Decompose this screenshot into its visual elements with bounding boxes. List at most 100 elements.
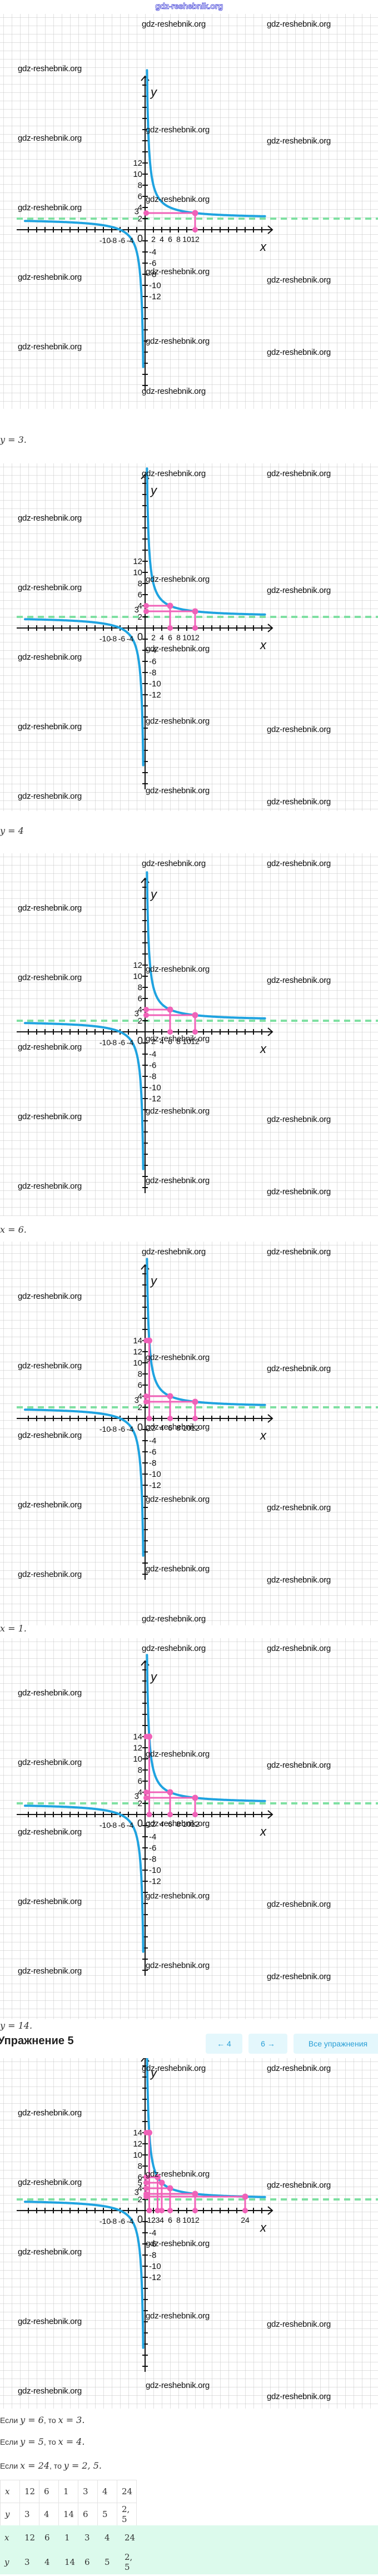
- y-tick-label: -6: [149, 1061, 156, 1070]
- point-y-marker: [143, 1007, 149, 1012]
- watermark: gdz-reshebnik.org: [146, 965, 210, 974]
- y-tick-label: -10: [149, 2262, 161, 2271]
- table-cell: 12: [19, 2480, 39, 2503]
- watermark: gdz-reshebnik.org: [18, 2178, 82, 2187]
- x-tick-label: -4: [127, 634, 134, 643]
- point-x-marker: [167, 1029, 173, 1035]
- table-cell: 14: [58, 2503, 78, 2526]
- watermark: gdz-reshebnik.org: [18, 1292, 82, 1301]
- point-y-marker: [143, 603, 149, 609]
- y-tick-label: -12: [149, 2273, 161, 2282]
- data-point: [167, 602, 173, 609]
- table-cell: 6: [44, 2533, 50, 2543]
- point-y-marker: [143, 609, 149, 614]
- y-tick-label: 10: [133, 170, 142, 179]
- y-axis-label: y: [150, 85, 158, 99]
- x-tick-label: -8: [110, 1821, 117, 1830]
- origin-label: 0: [137, 233, 143, 244]
- point-y-marker: [143, 1789, 149, 1795]
- data-point: [192, 608, 198, 615]
- x-tick-label: -6: [118, 2217, 126, 2226]
- curve-right-branch: [146, 1258, 266, 1406]
- table-filler: [140, 2525, 378, 2550]
- x-axis-arrow-icon: [267, 1027, 273, 1036]
- watermark: gdz-reshebnik.org: [146, 267, 210, 276]
- point-x-marker: [146, 2208, 152, 2213]
- point-x-marker: [159, 2208, 165, 2213]
- point-y-marker: [143, 1393, 149, 1399]
- x-tick-label: 10: [182, 1423, 191, 1432]
- x-tick-label: 12: [191, 235, 200, 244]
- table-cell: 24: [117, 2480, 137, 2503]
- caption-4: x = 1.: [0, 1623, 27, 1634]
- y-tick-label: -8: [149, 1458, 156, 1468]
- y-tick-label: -4: [149, 1832, 156, 1842]
- y-tick-label: -12: [149, 1094, 161, 1104]
- y-tick-label: 10: [133, 1358, 142, 1368]
- caption-5: y = 14.: [0, 2020, 33, 2031]
- table-cell: 1: [58, 2480, 78, 2503]
- answer-line-3: Если x = 24, то y = 2, 5.: [0, 2460, 102, 2471]
- prev-exercise-button[interactable]: ← 4: [206, 2034, 242, 2054]
- watermark: gdz-reshebnik.org: [146, 1176, 210, 1185]
- watermark: gdz-reshebnik.org: [267, 19, 331, 29]
- point-x-marker: [192, 1029, 198, 1035]
- y-tick-label: 6: [138, 1381, 142, 1390]
- table-row-x: x 12 6 1 3 4 24: [0, 2480, 137, 2503]
- watermark: gdz-reshebnik.org: [18, 652, 82, 662]
- x-tick-label: 6: [168, 2216, 172, 2224]
- x-axis-label: x: [260, 2221, 267, 2234]
- y-tick-label: 3: [135, 207, 139, 216]
- site-logo[interactable]: gdz-reshebnik.org: [155, 2, 223, 12]
- point-y-marker: [143, 1399, 149, 1405]
- point-x-marker: [192, 2208, 198, 2213]
- y-tick-label: 8: [138, 2162, 142, 2171]
- watermark: gdz-reshebnik.org: [267, 275, 331, 285]
- x-tick-label: 8: [176, 1423, 181, 1432]
- y-tick-label: -12: [149, 292, 161, 301]
- table-cell: 6: [39, 2480, 59, 2503]
- table-cell: 3: [24, 2557, 30, 2567]
- data-point: [146, 1733, 152, 1740]
- watermark: gdz-reshebnik.org: [142, 469, 206, 478]
- y-tick-label: 3: [135, 2188, 139, 2197]
- watermark: gdz-reshebnik.org: [142, 859, 206, 868]
- watermark: gdz-reshebnik.org: [18, 1758, 82, 1767]
- answer-math: x = 24: [20, 2460, 50, 2471]
- y-tick-label: 5: [138, 2178, 142, 2188]
- watermark: gdz-reshebnik.org: [267, 1187, 331, 1196]
- all-exercises-button[interactable]: Все упражнения: [294, 2034, 378, 2054]
- y-tick-label: 2: [138, 2195, 142, 2204]
- x-tick-label: 3: [156, 2216, 160, 2224]
- x-tick-label: 8: [176, 235, 181, 244]
- y-tick-label: 8: [138, 181, 142, 190]
- x-tick-label: 10: [182, 2216, 191, 2224]
- table-cell: 6: [78, 2503, 98, 2526]
- x-tick-label: 12: [191, 2216, 200, 2224]
- x-tick-label: -10: [100, 1821, 111, 1830]
- watermark: gdz-reshebnik.org: [267, 348, 331, 357]
- exercise-title: Упражнение 5: [0, 2035, 74, 2047]
- x-axis-arrow-icon: [267, 225, 273, 234]
- table-cell: 3: [19, 2503, 39, 2526]
- y-tick-label: 8: [138, 579, 142, 589]
- x-tick-label: 12: [191, 1819, 200, 1828]
- x-tick-label: -10: [100, 236, 111, 245]
- data-point: [167, 1789, 173, 1796]
- watermark: gdz-reshebnik.org: [142, 2064, 206, 2073]
- curve-left-branch: [24, 1804, 145, 1953]
- y-tick-label: 12: [133, 159, 142, 168]
- watermark: gdz-reshebnik.org: [146, 1034, 210, 1044]
- next-exercise-button[interactable]: 6 →: [248, 2034, 287, 2054]
- x-axis-label: x: [260, 1428, 267, 1442]
- watermark: gdz-reshebnik.org: [18, 1181, 82, 1191]
- watermark: gdz-reshebnik.org: [146, 1961, 210, 1970]
- point-y-marker: [143, 2186, 149, 2191]
- x-tick-label: 2: [151, 2216, 156, 2224]
- watermark: gdz-reshebnik.org: [142, 387, 206, 396]
- point-y-marker: [143, 2180, 149, 2186]
- watermark: gdz-reshebnik.org: [267, 1247, 331, 1257]
